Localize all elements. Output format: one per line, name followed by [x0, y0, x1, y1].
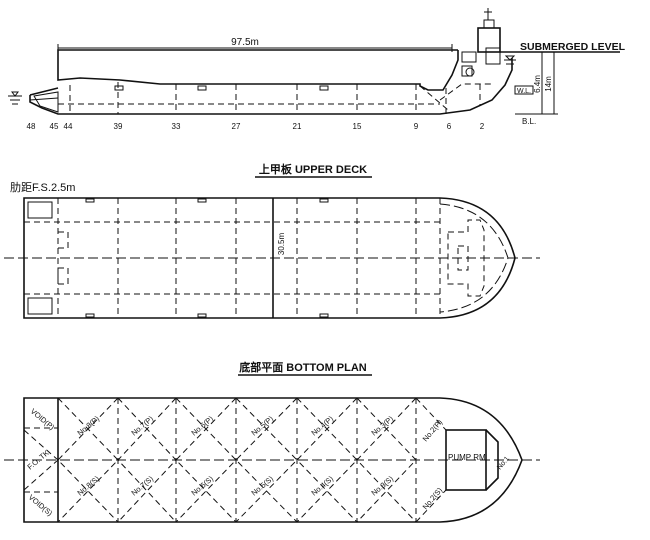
tank-label: No.7(P)	[130, 414, 156, 438]
bow-winch-drum	[465, 67, 475, 77]
wl-box	[514, 85, 534, 95]
bottom-plan-view: 底部平面 BOTTOM PLAN PUMP RM	[4, 360, 540, 523]
length-label: 97.5m	[231, 37, 259, 48]
submerged-level-label: SUBMERGED LEVEL	[520, 41, 626, 53]
bottom-plan-outline	[23, 397, 523, 523]
fitting-3	[319, 85, 329, 91]
beam-label: 30.5m	[277, 233, 286, 256]
deck-fitting	[319, 198, 329, 203]
deck-fitting	[85, 198, 95, 203]
frame-number: 45	[50, 122, 59, 131]
frame-number: 15	[353, 122, 362, 131]
stern-rake	[29, 97, 59, 101]
pump-room-side	[485, 429, 499, 491]
profile-view: 97.5m	[8, 8, 626, 131]
stern-box-bottom	[27, 297, 53, 315]
frame-spacing-label: 肋距F.S.2.5m	[10, 180, 75, 194]
frame-number: 33	[172, 122, 181, 131]
tank-label: No.4(P)	[310, 414, 336, 438]
pump-room-label: PUMP RM	[448, 453, 486, 462]
frame-number: 44	[64, 122, 73, 131]
deck-fitting	[197, 198, 207, 203]
tank-label: No.8(S)	[76, 474, 102, 498]
tank-diagonals	[23, 397, 447, 523]
frame-number: 2	[480, 122, 485, 131]
wl-triangle-left	[11, 91, 19, 97]
bow-machinery	[485, 47, 501, 65]
stern-hatching	[33, 91, 59, 113]
fitting-1	[114, 85, 124, 91]
frame-number: 9	[414, 122, 419, 131]
frame-number: 6	[447, 122, 452, 131]
void-s-label: VOID(S)	[27, 493, 55, 518]
fitting-2	[197, 85, 207, 91]
frame-number: 48	[27, 122, 36, 131]
stern-notch-bottom	[57, 267, 69, 285]
tank-label: No.2(P)	[421, 417, 445, 443]
tank-label: No.3(P)	[370, 414, 396, 438]
profile-diag-2	[439, 83, 492, 101]
pump-room-box	[445, 429, 487, 491]
profile-diag-1	[419, 85, 449, 111]
deck-fitting	[197, 313, 207, 318]
profile-hull	[29, 49, 513, 115]
bow-deckhouse-top	[483, 19, 495, 29]
depth-label-2: 14m	[544, 76, 553, 92]
deck-fitting	[85, 313, 95, 318]
bow-structure-center	[457, 245, 469, 271]
tank-label: No.6(P)	[190, 414, 216, 438]
bow-machinery-2	[461, 65, 473, 77]
stern-notch-top	[57, 231, 69, 249]
deck-fitting	[319, 313, 329, 318]
frame-number: 27	[232, 122, 241, 131]
frame-number: 21	[293, 122, 302, 131]
stern-box-top	[27, 201, 53, 219]
tank-label: No.2(S)	[421, 485, 445, 511]
tank-label: No.8(P)	[76, 414, 102, 438]
depth-label-1: 6.4m	[533, 75, 542, 93]
wl-label: W.L.	[517, 88, 531, 95]
upper-deck-view: 上甲板 UPPER DECK 肋距F.S.2.5m 30.5m	[4, 162, 540, 319]
frame-number: 39	[114, 122, 123, 131]
upper-deck-title: 上甲板 UPPER DECK	[259, 162, 367, 176]
bl-label: B.L.	[522, 117, 536, 126]
void-p-label: VOID(P)	[29, 407, 57, 432]
bow-winch	[461, 51, 477, 63]
wl-triangle-right	[504, 55, 516, 61]
bow-structure-outline	[447, 219, 485, 297]
stern-line	[29, 87, 59, 96]
bottom-plan-title: 底部平面 BOTTOM PLAN	[239, 360, 367, 374]
